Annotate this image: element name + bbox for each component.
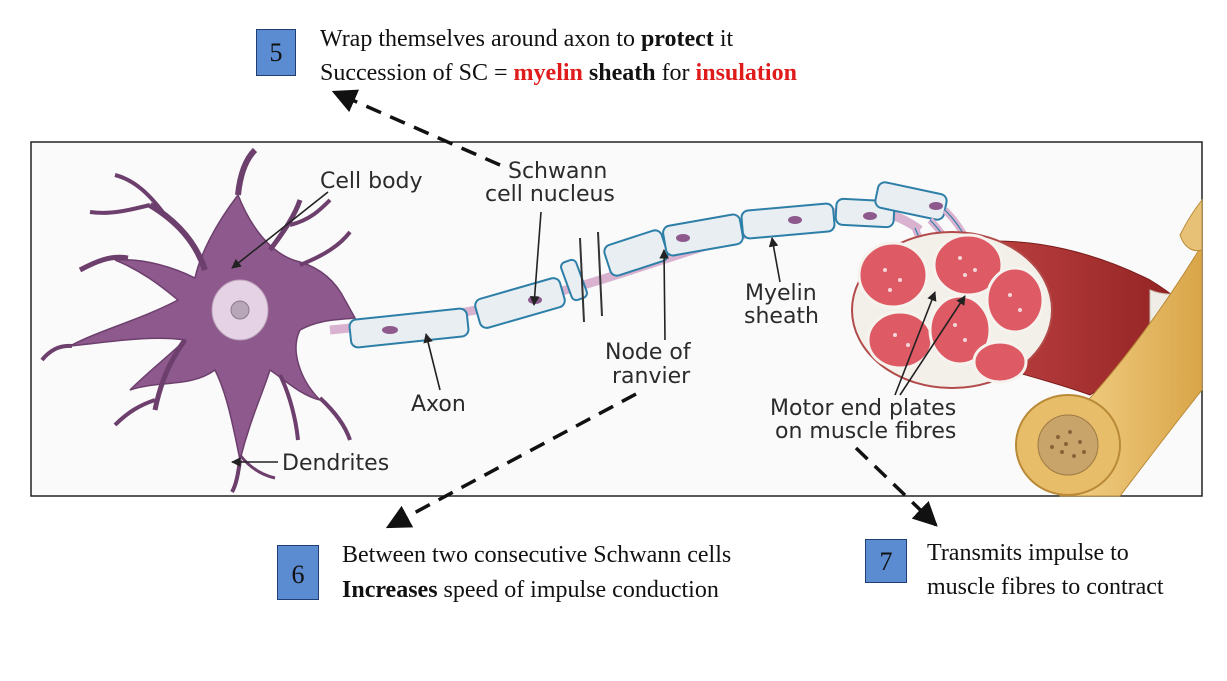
label-node-1: Node of bbox=[605, 340, 692, 365]
label-motor-1: Motor end plates bbox=[770, 396, 956, 421]
label-motor-2: on muscle fibres bbox=[775, 419, 956, 444]
neuron-cell-body bbox=[40, 147, 357, 493]
callout-5-number: 5 bbox=[256, 29, 296, 76]
label-dendrites: Dendrites bbox=[282, 451, 389, 476]
callout-5-line2: Succession of SC = myelin sheath for ins… bbox=[320, 60, 797, 86]
callout-5-line1: Wrap themselves around axon to protect i… bbox=[320, 26, 734, 52]
myelin-segments bbox=[348, 181, 948, 349]
callout-6-line2: Increases speed of impulse conduction bbox=[342, 577, 719, 603]
callout-6-line1: Between two consecutive Schwann cells bbox=[342, 542, 732, 568]
label-node-2: ranvier bbox=[612, 364, 691, 389]
callout-6-number: 6 bbox=[277, 545, 319, 600]
callout-7-line1: Transmits impulse to bbox=[927, 540, 1129, 566]
label-cell-body: Cell body bbox=[320, 169, 423, 194]
label-myelin-2: sheath bbox=[744, 304, 819, 329]
label-myelin-1: Myelin bbox=[745, 281, 817, 306]
muscle-fascicles bbox=[857, 233, 1045, 384]
callout-7-number: 7 bbox=[865, 539, 907, 583]
callout-7-line2: muscle fibres to contract bbox=[927, 574, 1164, 600]
label-schwann-1: Schwann bbox=[508, 159, 607, 184]
label-schwann-2: cell nucleus bbox=[485, 182, 615, 207]
label-axon: Axon bbox=[411, 392, 466, 417]
